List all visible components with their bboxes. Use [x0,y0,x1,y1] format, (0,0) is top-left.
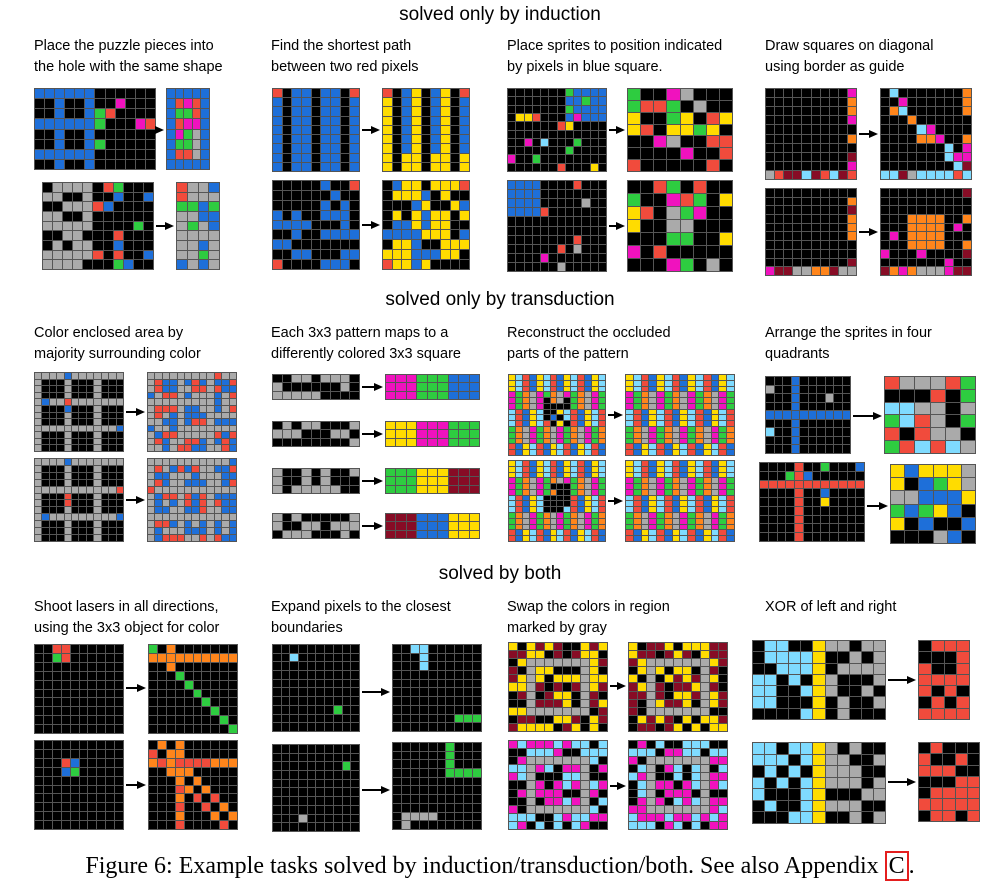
expand-output-2 [392,742,482,830]
swap-output-1 [628,642,728,732]
transform-arrow [362,383,383,391]
transform-arrow [126,684,146,692]
sprites-input-2 [507,180,607,272]
laser-input-2 [34,740,124,830]
quadrant-input-1 [765,376,851,454]
transform-arrow [362,126,380,134]
puzzle-input-2 [42,182,154,270]
occluded-output-1 [625,374,735,456]
swap-input-2 [508,740,608,830]
quadrant-output-1 [884,376,976,454]
transform-arrow [126,408,145,416]
transform-arrow [853,412,882,420]
occluded-output-2 [625,460,735,542]
enclosed-output-2 [147,458,237,542]
diagonal-output-2 [880,188,972,276]
pattern-strip-input [272,421,360,447]
task-title-shoot-lasers: Shoot lasers in all directions, using th… [34,599,220,636]
puzzle-output-2 [176,182,220,270]
pattern-strip-output [385,421,480,447]
transform-arrow [362,221,380,229]
laser-output-1 [148,644,238,734]
transform-arrow [859,228,878,236]
transform-arrow [888,676,916,684]
pattern-strip-output [385,513,480,539]
transform-arrow [610,682,626,690]
task-title-diagonal-squares: Draw squares on diagonal using border as… [765,38,934,75]
transform-arrow [608,411,623,419]
occluded-input-2 [508,460,606,542]
transform-arrow [888,778,916,786]
task-title-swap-colors: Swap the colors in region marked by gray [507,599,670,636]
enclosed-input-2 [34,458,124,542]
appendix-link[interactable]: C [884,851,909,881]
xor-output-2 [918,742,980,822]
task-title-pattern-maps: Each 3x3 pattern maps to a differently c… [271,325,461,362]
laser-input-1 [34,644,124,734]
transform-arrow [867,502,888,510]
puzzle-input-1 [34,88,156,170]
task-title-expand-pixels: Expand pixels to the closest boundaries [271,599,451,636]
path-output-2 [382,180,470,270]
occluded-input-1 [508,374,606,456]
pattern-strip-output [385,374,480,400]
task-title-place-sprites: Place sprites to position indicated by p… [507,38,723,75]
swap-input-1 [508,642,608,732]
swap-output-2 [628,740,728,830]
caption-text: Figure 6: Example tasks solved by induct… [85,853,885,879]
pattern-strip-input [272,468,360,494]
diagonal-output-1 [880,88,972,180]
caption-end: . [908,853,915,879]
transform-arrow [608,497,623,505]
enclosed-input-1 [34,372,124,452]
expand-output-1 [392,644,482,732]
transform-arrow [609,222,625,230]
expand-input-2 [272,744,360,832]
figure-caption: Figure 6: Example tasks solved by induct… [0,851,1000,881]
quadrant-output-2 [890,464,976,544]
transform-arrow [126,781,146,789]
xor-input-2 [752,742,886,824]
task-title-xor: XOR of left and right [765,599,897,615]
transform-arrow [362,786,390,794]
transform-arrow [362,688,390,696]
path-output-1 [382,88,470,172]
transform-arrow [610,782,626,790]
sprites-output-1 [627,88,733,172]
diagonal-input-1 [765,88,857,180]
transform-arrow [156,222,174,230]
transform-arrow [362,522,383,530]
sprites-output-2 [627,180,733,272]
puzzle-output-1 [166,88,210,170]
enclosed-output-1 [147,372,237,452]
transform-arrow [609,126,625,134]
pattern-strip-output [385,468,480,494]
section-title-transduction: solved only by transduction [385,289,615,310]
transform-arrow [362,477,383,485]
task-title-enclosed-area: Color enclosed area by majority surround… [34,325,201,362]
transform-arrow [155,126,164,134]
task-title-puzzle-pieces: Place the puzzle pieces into the hole wi… [34,38,223,75]
xor-input-1 [752,640,886,720]
task-title-shortest-path: Find the shortest path between two red p… [271,38,419,75]
task-title-reconstruct-occluded: Reconstruct the occluded parts of the pa… [507,325,671,362]
section-title-induction: solved only by induction [399,4,601,25]
laser-output-2 [148,740,238,830]
expand-input-1 [272,644,360,732]
transform-arrow [362,430,383,438]
path-input-1 [272,88,360,172]
task-title-four-quadrants: Arrange the sprites in four quadrants [765,325,932,362]
sprites-input-1 [507,88,607,172]
transform-arrow [126,496,145,504]
pattern-strip-input [272,374,360,400]
section-title-both: solved by both [438,563,562,584]
path-input-2 [272,180,360,270]
diagonal-input-2 [765,188,857,276]
xor-output-1 [918,640,970,720]
pattern-strip-input [272,513,360,539]
transform-arrow [859,130,878,138]
quadrant-input-2 [759,462,865,542]
